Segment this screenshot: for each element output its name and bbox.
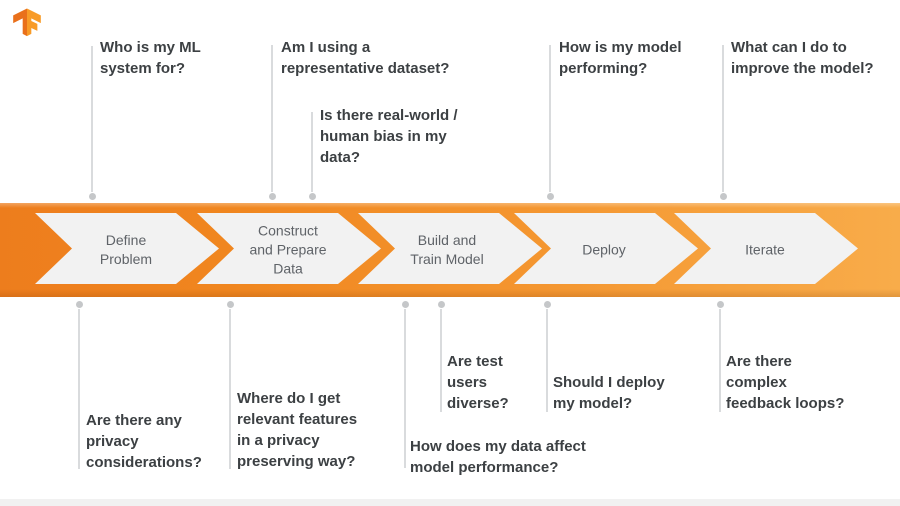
connector-line — [88, 46, 96, 200]
connector-line — [226, 301, 234, 469]
stage-arrow — [197, 213, 381, 284]
connector-line — [543, 301, 551, 412]
stage-arrow — [674, 213, 858, 284]
stage-label-iterate: Iterate — [745, 241, 785, 258]
connector-line — [719, 45, 727, 200]
question-text: Is there real-world / human bias in my d… — [320, 107, 458, 166]
stage-label-build-train-model: Build and Train Model — [410, 232, 484, 267]
stage-arrow — [35, 213, 219, 284]
stage-arrows — [35, 213, 858, 284]
stage-label-deploy: Deploy — [582, 241, 626, 258]
connector-line — [268, 45, 276, 200]
connector-line — [716, 301, 724, 412]
question-text: Should I deploy my model? — [553, 374, 665, 412]
connector-line — [75, 301, 83, 469]
question-text: Am I using a representative dataset? — [281, 39, 450, 77]
question-text: How does my data affect model performanc… — [410, 438, 586, 476]
stage-label-define-problem: Define Problem — [99, 232, 153, 267]
question-text: Are there any privacy considerations? — [86, 412, 202, 471]
connector-line — [308, 112, 316, 200]
stage-arrow — [514, 213, 698, 284]
connector-line — [546, 45, 554, 200]
question-text: Are there complex feedback loops? — [726, 353, 845, 412]
stage-arrow — [358, 213, 542, 284]
footer-bar — [0, 499, 900, 506]
stage-label-construct-data: Construct and Prepare Data — [249, 222, 327, 277]
question-text: What can I do to improve the model? — [731, 39, 874, 77]
connector-line — [401, 301, 409, 468]
tensorflow-logo-icon — [13, 8, 41, 37]
connector-line — [437, 301, 445, 412]
question-text: How is my model performing? — [559, 39, 682, 77]
question-text: Are test users diverse? — [447, 353, 509, 412]
question-text: Where do I get relevant features in a pr… — [237, 390, 358, 470]
workflow-banner: Define Problem Construct and Prepare Dat… — [0, 203, 900, 297]
question-text: Who is my ML system for? — [100, 39, 201, 77]
